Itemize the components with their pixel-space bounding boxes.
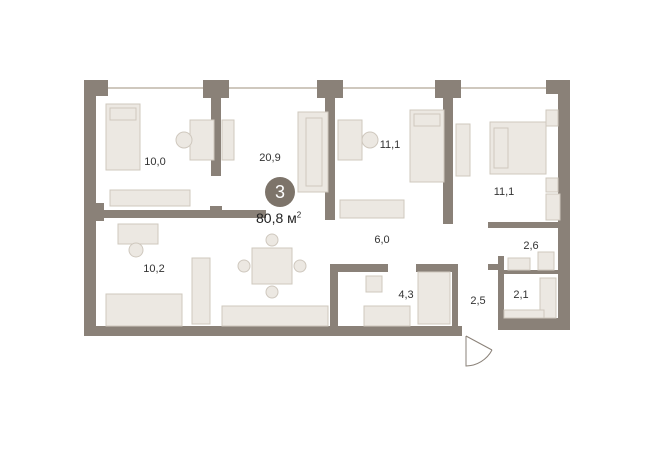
pillar-1-stem (211, 90, 221, 176)
tub (417, 271, 451, 325)
kitchen-counter (221, 305, 329, 327)
pillar-2-stem (325, 90, 335, 220)
wardrobe-4 (191, 257, 211, 325)
wardrobe-3 (545, 193, 561, 221)
wc2-sink (503, 309, 545, 319)
room-area-bedroom-4: 10,2 (143, 263, 165, 275)
wall-bath-right-stem (452, 264, 458, 330)
wall-mid-horizontal (96, 210, 266, 218)
wardrobe-1 (221, 119, 235, 161)
sink (363, 305, 411, 327)
wc2-toilet (539, 277, 557, 319)
wall-bottom-right (498, 318, 568, 330)
dining-chair-w (237, 259, 251, 273)
wall-wc-stub (488, 264, 504, 270)
chair-4 (128, 242, 144, 258)
wall-wc-left (498, 256, 504, 330)
total-area-unit: м (287, 210, 297, 226)
bed-3-pillow (493, 127, 509, 169)
wall-hall-stem (330, 264, 338, 330)
dining-table (251, 247, 293, 285)
bed-4 (105, 293, 183, 327)
wall-bottom (84, 326, 462, 336)
total-area-unit-power: 2 (296, 210, 302, 220)
room-area-living: 20,9 (259, 152, 281, 164)
room-area-hall: 6,0 (374, 234, 390, 246)
shelf-left (109, 189, 191, 207)
dining-chair-n (265, 233, 279, 247)
wall-bath-right (416, 264, 456, 272)
room-area-bedroom-2: 11,1 (379, 139, 401, 151)
rooms-count-badge: 3 (265, 177, 295, 207)
nightstand-b (545, 177, 559, 193)
room-area-toilet: 2,1 (513, 289, 529, 301)
room-area-bedroom-1: 10,0 (144, 156, 166, 168)
total-area-value: 80,8 (256, 210, 284, 226)
bed-2-pillow (413, 113, 441, 127)
door-leaf (465, 335, 493, 351)
bed-1-pillow (109, 107, 137, 121)
wall-right (558, 80, 570, 330)
door-swing (465, 336, 493, 367)
pillar-3-stem (443, 90, 453, 224)
desk-2 (337, 119, 363, 161)
wall-wc-top (488, 222, 560, 228)
rooms-count: 3 (274, 181, 285, 202)
wall-top-right (546, 80, 570, 94)
dining-chair-s (265, 285, 279, 299)
pillar-3 (435, 80, 461, 98)
nightstand-a (545, 109, 559, 127)
pillar-1 (203, 80, 229, 98)
wall-wc-mid (498, 270, 560, 274)
shelf-hall (339, 199, 405, 219)
dining-chair-e (293, 259, 307, 273)
furniture (105, 103, 561, 327)
pillar-2 (317, 80, 343, 98)
sofa-back (305, 117, 323, 187)
chair-1 (175, 131, 193, 149)
walls (84, 80, 570, 336)
wall-mid-stub (210, 206, 222, 218)
room-area-bedroom-3: 11,1 (493, 186, 515, 198)
entry-door (465, 335, 493, 367)
chair-2 (361, 131, 379, 149)
wc-sink (507, 257, 531, 271)
total-area: 80,8 м2 (256, 210, 301, 226)
wall-hall-bottom-a (330, 264, 388, 272)
wardrobe-2 (455, 123, 471, 177)
wc-toilet (537, 251, 555, 271)
desk-4 (117, 223, 159, 245)
washer (365, 275, 383, 293)
room-area-entry: 2,5 (470, 295, 486, 307)
room-area-bathroom: 4,3 (398, 289, 414, 301)
room-area-bathroom-small: 2,6 (523, 240, 539, 252)
desk-1 (189, 119, 215, 161)
